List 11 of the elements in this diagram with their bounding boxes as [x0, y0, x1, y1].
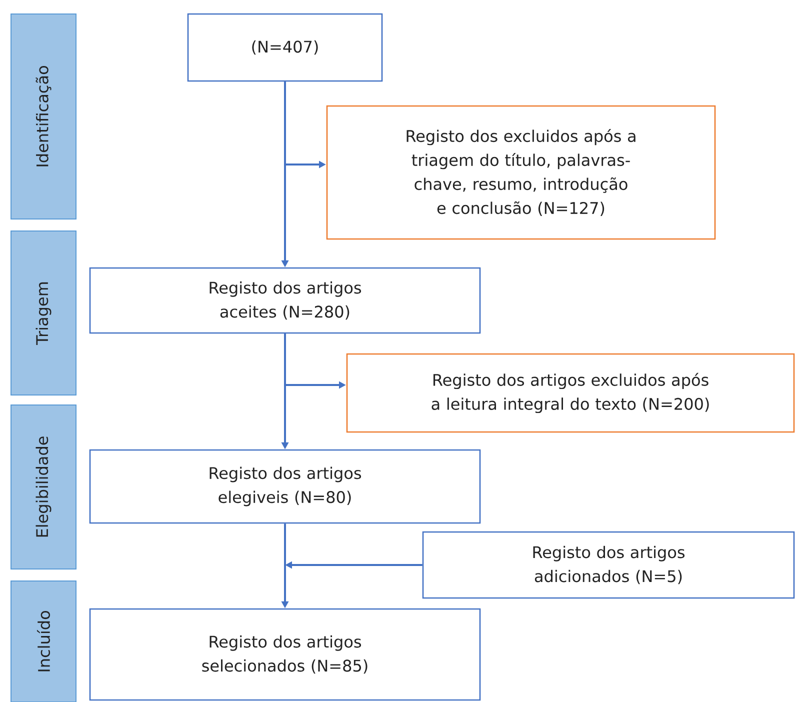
process-box: Registo dos artigos elegiveis (N=80): [89, 449, 481, 524]
process-box: Registo dos artigos adicionados (N=5): [422, 531, 795, 599]
process-box: Registo dos artigos selecionados (N=85): [89, 608, 481, 701]
stage-band: Identificação: [10, 14, 76, 220]
exclusion-box: Registo dos artigos excluidos após a leitura integral do texto (N=200): [346, 353, 795, 433]
stage-band: Elegibilidade: [10, 404, 76, 570]
stage-band: Triagem: [10, 230, 76, 396]
process-box: (N=407): [187, 13, 383, 82]
exclusion-box: Registo dos excluidos após a triagem do título, palavras-chave, resumo, introdução e conclusão (N=127): [326, 105, 716, 240]
process-box: Registo dos artigos aceites (N=280): [89, 267, 481, 334]
stage-band: Incluído: [10, 580, 76, 702]
